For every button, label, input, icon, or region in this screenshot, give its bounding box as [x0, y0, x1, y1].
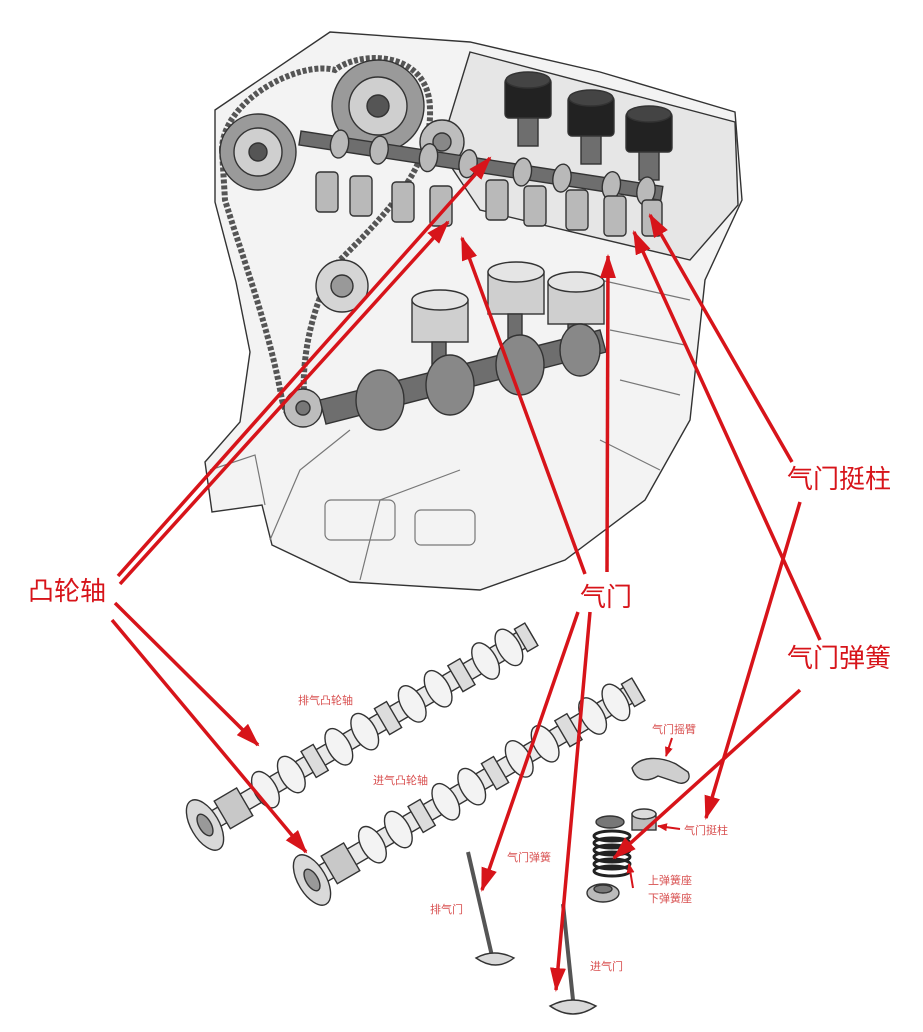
label-exhaust-camshaft: 排气凸轮轴	[298, 693, 353, 707]
intake-camshaft	[292, 677, 646, 906]
arrow-valve-top-1	[460, 236, 587, 575]
arrow-camshaft-intake	[110, 618, 308, 854]
lower-spring-seat	[586, 883, 620, 903]
arrow-rocker-small	[665, 737, 673, 757]
label-spring: 气门弹簧	[507, 850, 551, 864]
arrow-upper-seat	[626, 863, 635, 889]
arrow-camshaft-top-2	[118, 220, 450, 586]
arrow-tappet-top	[648, 213, 794, 463]
intake-valve-part	[548, 903, 598, 1015]
block-ribs	[209, 279, 691, 581]
coil-pack	[504, 71, 552, 147]
label-camshaft: 凸轮轴	[28, 577, 106, 607]
upper-spring-seat	[595, 815, 625, 829]
head-valve-springs	[315, 171, 663, 237]
exhaust-camshaft	[185, 622, 539, 851]
label-valve: 气门	[580, 583, 632, 613]
part-labels: 排气凸轮轴 进气凸轮轴 气门摇臂 气门挺柱 气门弹簧 上弹簧座 下弹簧座 排气门…	[298, 693, 728, 973]
valve-tappet-part	[631, 808, 657, 831]
annotation-arrows	[110, 156, 822, 992]
ignition-coil-packs	[504, 71, 673, 181]
exhaust-valve-part	[466, 851, 516, 966]
label-valve-spring: 气门弹簧	[787, 644, 891, 674]
label-rocker-arm: 气门摇臂	[652, 722, 696, 736]
arrow-tappet-part	[704, 501, 802, 820]
crank-sprocket	[283, 388, 323, 428]
label-intake-camshaft: 进气凸轮轴	[373, 773, 428, 787]
valve-spring-coil	[592, 829, 632, 878]
arrow-camshaft-exhaust	[113, 601, 260, 747]
timing-gear-exhaust	[219, 113, 297, 191]
timing-gear-intake	[331, 59, 425, 153]
label-lower-seat: 下弹簧座	[648, 891, 692, 905]
tensioner-pulley	[315, 259, 369, 313]
label-intake-valve: 进气门	[590, 959, 623, 973]
label-valve-tappet: 气门挺柱	[787, 465, 891, 495]
label-upper-seat: 上弹簧座	[648, 873, 692, 887]
engine-illustration	[204, 31, 743, 591]
arrow-valve-top-2	[599, 254, 616, 573]
timing-chain	[218, 55, 434, 426]
label-tappet: 气门挺柱	[684, 823, 728, 837]
arrow-spring-top	[632, 230, 822, 641]
arrow-tappet-small	[657, 823, 681, 832]
main-labels: 凸轮轴 气门 气门挺柱 气门弹簧	[28, 465, 891, 674]
coil-pack	[567, 89, 615, 165]
arrow-valve-intake	[550, 611, 592, 992]
label-exhaust-valve: 排气门	[430, 902, 463, 916]
coil-pack	[625, 105, 673, 181]
rocker-arm	[631, 757, 690, 784]
arrow-valve-exhaust	[480, 611, 580, 892]
arrow-spring-part	[612, 688, 802, 860]
